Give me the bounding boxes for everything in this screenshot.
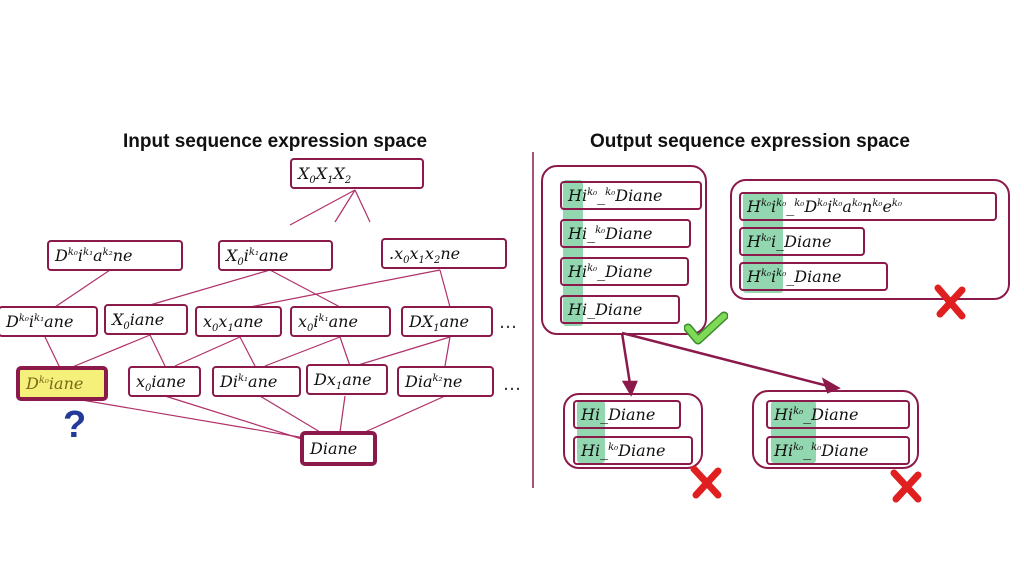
node-dk0iane-highlighted: Dk₀iane — [16, 366, 108, 401]
out-hi-k0diane: Hi_k₀Diane — [560, 219, 691, 248]
question-mark: ? — [63, 404, 87, 446]
panel-correct — [541, 165, 707, 335]
out-hi-diane: Hi_Diane — [560, 295, 680, 324]
green-prefix-wrong-left — [577, 401, 605, 463]
node-diak2ne: Diak₂ne — [397, 366, 494, 397]
out-left-hi-diane: Hi_Diane — [573, 400, 681, 429]
panel-wrong-left — [563, 393, 703, 469]
ellipsis-row4: … — [503, 374, 521, 395]
node-x0iane-upper: X0iane — [104, 304, 188, 335]
node-dkikakne: Dk₀ik₁ak₂ne — [47, 240, 183, 271]
node-dx1ane: DX1ane — [401, 306, 493, 337]
out-hik0-diane: Hik₀_Diane — [560, 257, 689, 286]
out-right-hik0-diane: Hik₀_Diane — [766, 400, 910, 429]
node-x0iane: x0iane — [128, 366, 201, 397]
out-left-hi-k0diane: Hi_k₀Diane — [573, 436, 693, 465]
node-x0x1ane: x0x1ane — [195, 306, 282, 337]
node-x0ik1ane: x0ik₁ane — [290, 306, 391, 337]
node-x0x1x2: X0X1X2 — [290, 158, 424, 189]
out-hik0-k0diane: Hik₀_k₀Diane — [560, 181, 702, 210]
green-prefix-correct — [563, 180, 583, 326]
out-hk0i-diane: Hk₀i_Diane — [739, 227, 865, 256]
green-prefix-wrong-right — [771, 401, 816, 463]
check-icon — [684, 311, 728, 345]
output-space-title: Output sequence expression space — [590, 131, 910, 152]
node-dkikane: Dk₀ik₁ane — [0, 306, 98, 337]
node-dx1ane-lower: Dx1ane — [306, 364, 388, 395]
node-x0ikane: X0ik₁ane — [218, 240, 333, 271]
cross-icon — [890, 469, 922, 503]
out-hk0-long: Hk₀ik₀_k₀Dk₀ik₀ak₀nk₀ek₀ — [739, 192, 997, 221]
node-diane: Diane — [300, 431, 377, 466]
cross-icon — [934, 284, 966, 320]
green-prefix-wrong-top — [743, 193, 783, 293]
out-right-hik0-k0diane: Hik₀_k₀Diane — [766, 436, 910, 465]
cross-icon — [690, 465, 722, 499]
node-x0x1x2ne: .x0x1x2ne — [381, 238, 507, 269]
node-dik1ane: Dik₁ane — [212, 366, 301, 397]
panel-wrong-right — [752, 390, 919, 469]
out-hk0ik0-diane: Hk₀ik₀_Diane — [739, 262, 888, 291]
ellipsis-row3: … — [499, 312, 517, 333]
panel-wrong-top — [730, 179, 1010, 300]
input-space-title: Input sequence expression space — [123, 131, 428, 152]
